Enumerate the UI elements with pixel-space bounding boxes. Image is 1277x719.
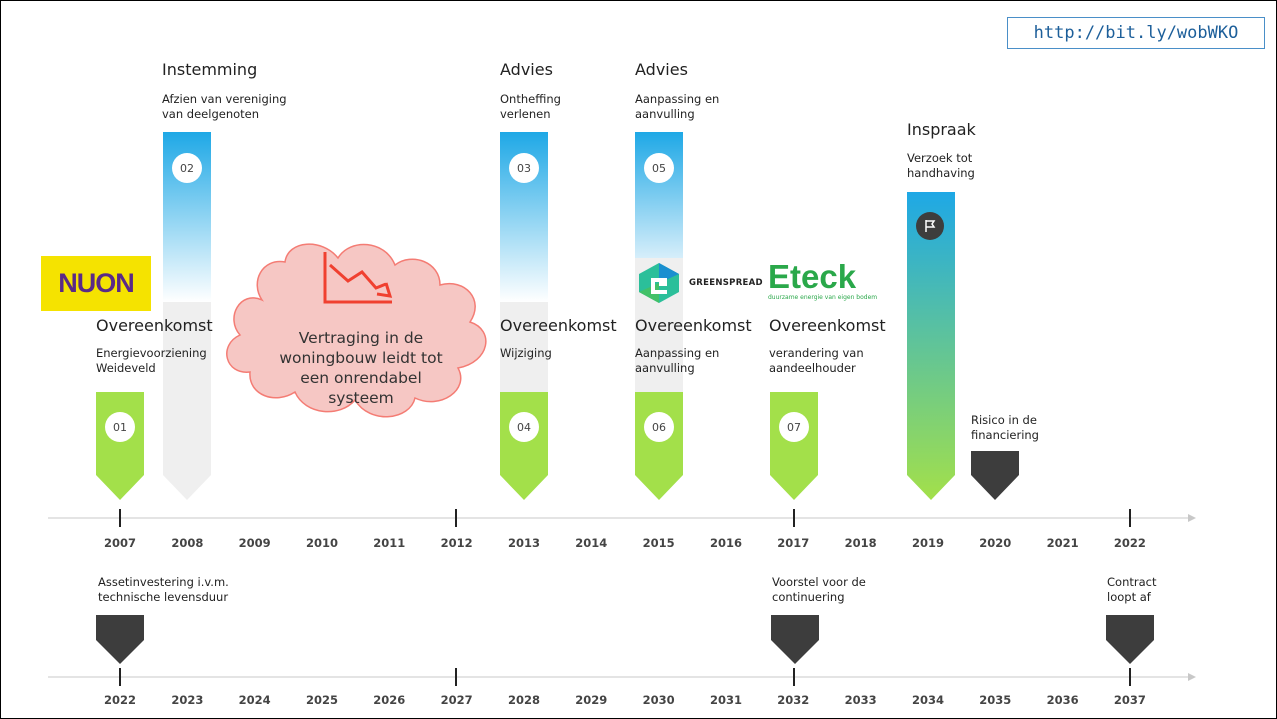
year-label: 2035 (979, 693, 1012, 707)
year-label: 2034 (911, 693, 944, 707)
source-link[interactable]: http://bit.ly/wobWKO (1007, 17, 1265, 49)
bar-2019 (907, 192, 955, 500)
step-07-badge: 07 (779, 412, 809, 442)
year-label: 2031 (709, 693, 742, 707)
event-2019-heading: Inspraak (907, 120, 976, 139)
bar-2017 (770, 392, 818, 500)
nuon-logo: NUON (41, 256, 151, 311)
year-label: 2026 (373, 693, 406, 707)
event-2008-heading: Instemming (162, 60, 258, 79)
event-2007-heading: Overeenkomst (96, 316, 213, 335)
year-label: 2020 (979, 536, 1012, 550)
marker-2022 (96, 615, 144, 664)
step-05-badge: 05 (644, 153, 674, 183)
event-2017-heading: Overeenkomst (769, 316, 886, 335)
step-01-badge: 01 (105, 412, 135, 442)
year-label: 2037 (1113, 693, 1146, 707)
year-label: 2030 (642, 693, 675, 707)
note-2022: Assetinvestering i.v.m. technische leven… (98, 575, 229, 604)
year-label: 2029 (575, 693, 608, 707)
year-label: 2007 (103, 536, 136, 550)
event-2017-sub: verandering van aandeelhouder (769, 346, 864, 375)
event-2013b-sub: Wijziging (500, 346, 552, 360)
year-label: 2021 (1046, 536, 1079, 550)
year-label: 2018 (844, 536, 877, 550)
eteck-logo: Eteck duurzame energie van eigen bodem (768, 258, 878, 302)
year-label: 2012 (440, 536, 473, 550)
risk-marker-2020 (971, 451, 1019, 500)
year-label: 2015 (642, 536, 675, 550)
marker-2037 (1106, 615, 1154, 664)
year-label: 2010 (305, 536, 338, 550)
bar-2013-green (500, 392, 548, 500)
event-2013b-heading: Overeenkomst (500, 316, 617, 335)
cloud-shape (226, 243, 487, 418)
year-label: 2009 (238, 536, 271, 550)
event-2007-sub: Energievoorziening Weideveld (96, 346, 207, 375)
year-label: 2028 (507, 693, 540, 707)
year-label: 2014 (575, 536, 608, 550)
greenspread-logo: GREENSPREAD (637, 262, 767, 304)
event-2015b-heading: Overeenkomst (635, 316, 752, 335)
risk-note: Risico in de financiering (971, 413, 1039, 442)
year-label: 2008 (171, 536, 204, 550)
year-label: 2027 (440, 693, 473, 707)
cloud-text: Vertraging in de woningbouw leidt tot ee… (279, 329, 443, 407)
step-06-badge: 06 (644, 412, 674, 442)
year-label: 2016 (709, 536, 742, 550)
event-2015b-sub: Aanpassing en aanvulling (635, 346, 720, 375)
year-label: 2013 (507, 536, 540, 550)
flag-icon (916, 212, 944, 240)
note-2037: Contract loopt af (1107, 575, 1157, 604)
year-label: 2036 (1046, 693, 1079, 707)
year-label: 2032 (777, 693, 810, 707)
event-2015-sub: Aanpassing en aanvulling (635, 92, 720, 121)
year-label: 2017 (777, 536, 810, 550)
event-2019-sub: Verzoek tot handhaving (907, 151, 975, 180)
note-2032: Voorstel voor de continuering (772, 575, 866, 604)
event-2015-heading: Advies (635, 60, 688, 79)
step-03-badge: 03 (509, 153, 539, 183)
year-label: 2022 (103, 693, 136, 707)
year-label: 2023 (171, 693, 204, 707)
year-label: 2025 (305, 693, 338, 707)
marker-2032 (771, 615, 819, 664)
event-2013-sub: Ontheffing verlenen (500, 92, 561, 121)
year-label: 2011 (373, 536, 406, 550)
year-label: 2024 (238, 693, 271, 707)
year-label: 2022 (1113, 536, 1146, 550)
step-02-badge: 02 (172, 153, 202, 183)
event-2008-sub: Afzien van vereniging van deelgenoten (162, 92, 287, 121)
event-2013-heading: Advies (500, 60, 553, 79)
bar-2007 (96, 392, 144, 500)
step-04-badge: 04 (509, 412, 539, 442)
year-label: 2019 (911, 536, 944, 550)
year-label: 2033 (844, 693, 877, 707)
bar-2015-top (635, 132, 683, 258)
bar-2015-green (635, 392, 683, 500)
declining-chart-icon (323, 252, 393, 304)
